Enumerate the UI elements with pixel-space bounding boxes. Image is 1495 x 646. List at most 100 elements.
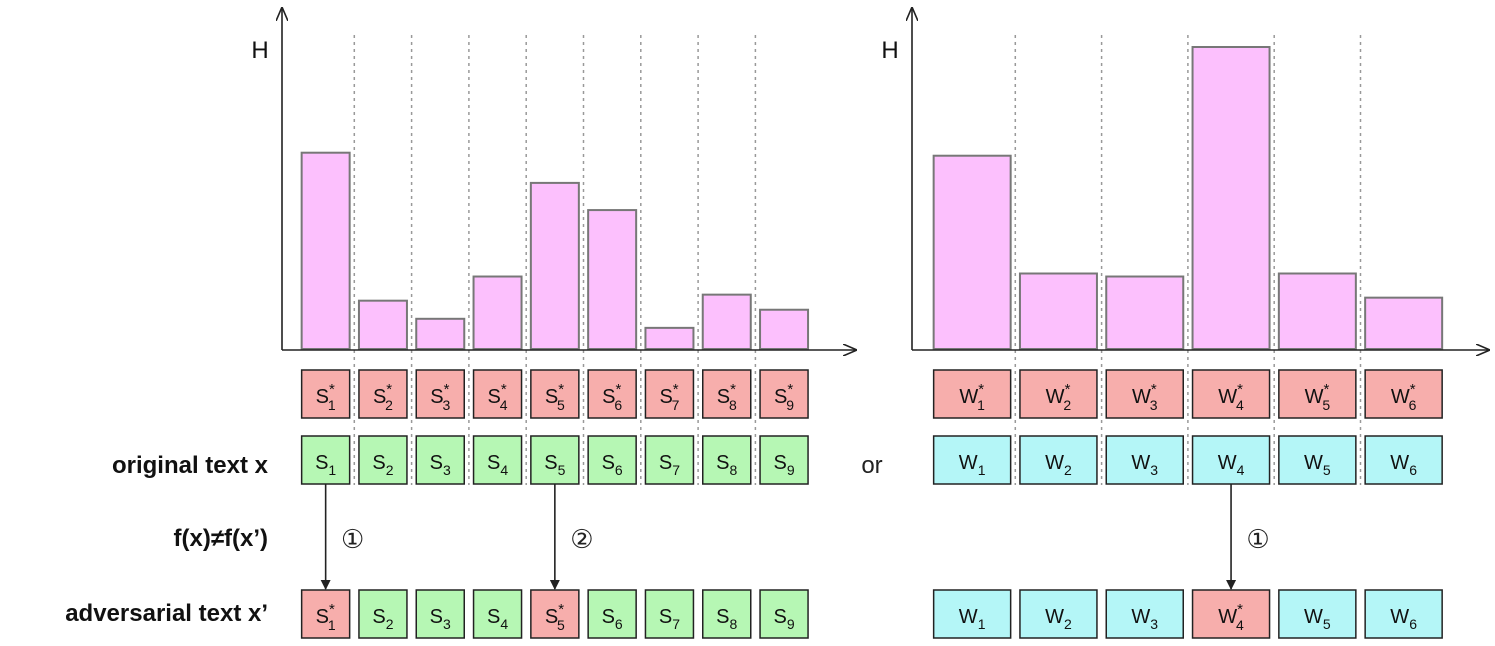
token-box: W5: [1278, 435, 1357, 485]
right-substitution-arrows: ①: [1226, 484, 1270, 590]
token-label: S*1: [316, 381, 336, 413]
token-label: S6: [602, 452, 623, 478]
token-box-bg: [358, 435, 408, 485]
token-label: S4: [487, 452, 508, 478]
token-label: S*1: [316, 601, 336, 633]
token-box: S9: [759, 589, 809, 639]
token-box-bg: [472, 369, 523, 419]
token-box-bg: [1105, 369, 1184, 419]
token-label: W*3: [1132, 381, 1158, 413]
token-label: S7: [659, 452, 680, 478]
token-label: W*6: [1391, 381, 1417, 413]
step-number: ①: [1246, 524, 1269, 554]
token-box: S*6: [587, 369, 637, 419]
token-label: W5: [1304, 606, 1331, 632]
token-box-bg: [932, 435, 1012, 485]
token-box-bg: [1278, 369, 1357, 419]
right-importance-bars: [932, 46, 1444, 351]
token-label: S*3: [430, 381, 450, 413]
token-label: W*4: [1218, 381, 1244, 413]
token-box: S7: [644, 589, 695, 639]
token-box: W*5: [1278, 369, 1357, 419]
token-box: W*3: [1105, 369, 1184, 419]
token-box: S4: [472, 435, 523, 485]
token-box: S9: [759, 435, 809, 485]
token-box-bg: [702, 589, 752, 639]
token-box: S8: [702, 589, 752, 639]
token-box-bg: [587, 589, 637, 639]
token-label: S*7: [659, 381, 679, 413]
token-label: W*4: [1218, 601, 1244, 633]
token-box: S*3: [415, 369, 465, 419]
token-box: W2: [1019, 435, 1098, 485]
importance-bar: [472, 275, 523, 350]
token-label: S9: [773, 606, 794, 632]
token-box-bg: [587, 369, 637, 419]
importance-bar: [701, 293, 752, 351]
token-label: W1: [959, 452, 986, 478]
token-box: W1: [932, 589, 1012, 639]
token-box: S8: [702, 435, 752, 485]
token-box-bg: [530, 589, 580, 639]
token-box: W4: [1191, 435, 1271, 485]
token-label: W3: [1131, 452, 1158, 478]
token-box: W5: [1278, 589, 1357, 639]
token-box-bg: [644, 589, 695, 639]
token-box-bg: [702, 435, 752, 485]
row-label-condition: f(x)≠f(x’): [174, 525, 269, 552]
token-box-bg: [1364, 369, 1443, 419]
substitution-arrow: ①: [1226, 484, 1270, 590]
substitution-arrow: ②: [549, 484, 594, 590]
token-box: S3: [415, 435, 465, 485]
token-box-bg: [644, 369, 695, 419]
left-gridlines: [353, 35, 757, 485]
token-label: S*2: [373, 381, 393, 413]
step-number: ②: [570, 524, 593, 554]
token-box: S4: [472, 589, 523, 639]
token-label: S2: [372, 606, 393, 632]
token-label: S2: [372, 452, 393, 478]
token-label: S*5: [545, 601, 565, 633]
token-box: W2: [1019, 589, 1098, 639]
importance-bar: [357, 299, 408, 350]
importance-bar: [1105, 275, 1185, 350]
token-label: S4: [487, 606, 508, 632]
token-label: S1: [315, 452, 336, 478]
token-box: S6: [587, 589, 637, 639]
right-gridlines: [1014, 35, 1362, 485]
token-label: S3: [430, 606, 451, 632]
right-axis-label-h: H: [881, 37, 898, 64]
token-box: S7: [644, 435, 695, 485]
token-box-bg: [300, 589, 351, 639]
token-box-bg: [1191, 435, 1271, 485]
token-box-bg: [472, 435, 523, 485]
importance-bar: [415, 317, 466, 350]
token-label: S*4: [488, 381, 508, 413]
token-box: S1: [300, 435, 351, 485]
token-box: W3: [1105, 589, 1184, 639]
token-label: S*8: [717, 381, 737, 413]
token-box-bg: [1019, 589, 1098, 639]
token-label: W5: [1304, 452, 1331, 478]
token-box: S*9: [759, 369, 809, 419]
token-box: S*2: [358, 369, 408, 419]
importance-bar: [644, 326, 695, 350]
token-label: S6: [602, 606, 623, 632]
token-box: S2: [358, 435, 408, 485]
importance-bar: [1018, 272, 1098, 350]
token-box-bg: [415, 369, 465, 419]
token-box: W*1: [932, 369, 1012, 419]
token-box-bg: [530, 369, 580, 419]
token-box-bg: [300, 369, 351, 419]
token-box: S*5: [530, 369, 580, 419]
token-box-bg: [415, 435, 465, 485]
importance-bar: [587, 209, 638, 350]
token-box-bg: [358, 589, 408, 639]
importance-bar: [759, 308, 810, 350]
step-number: ①: [341, 524, 364, 554]
importance-bar: [1364, 296, 1444, 351]
token-box: S*1: [300, 589, 351, 639]
